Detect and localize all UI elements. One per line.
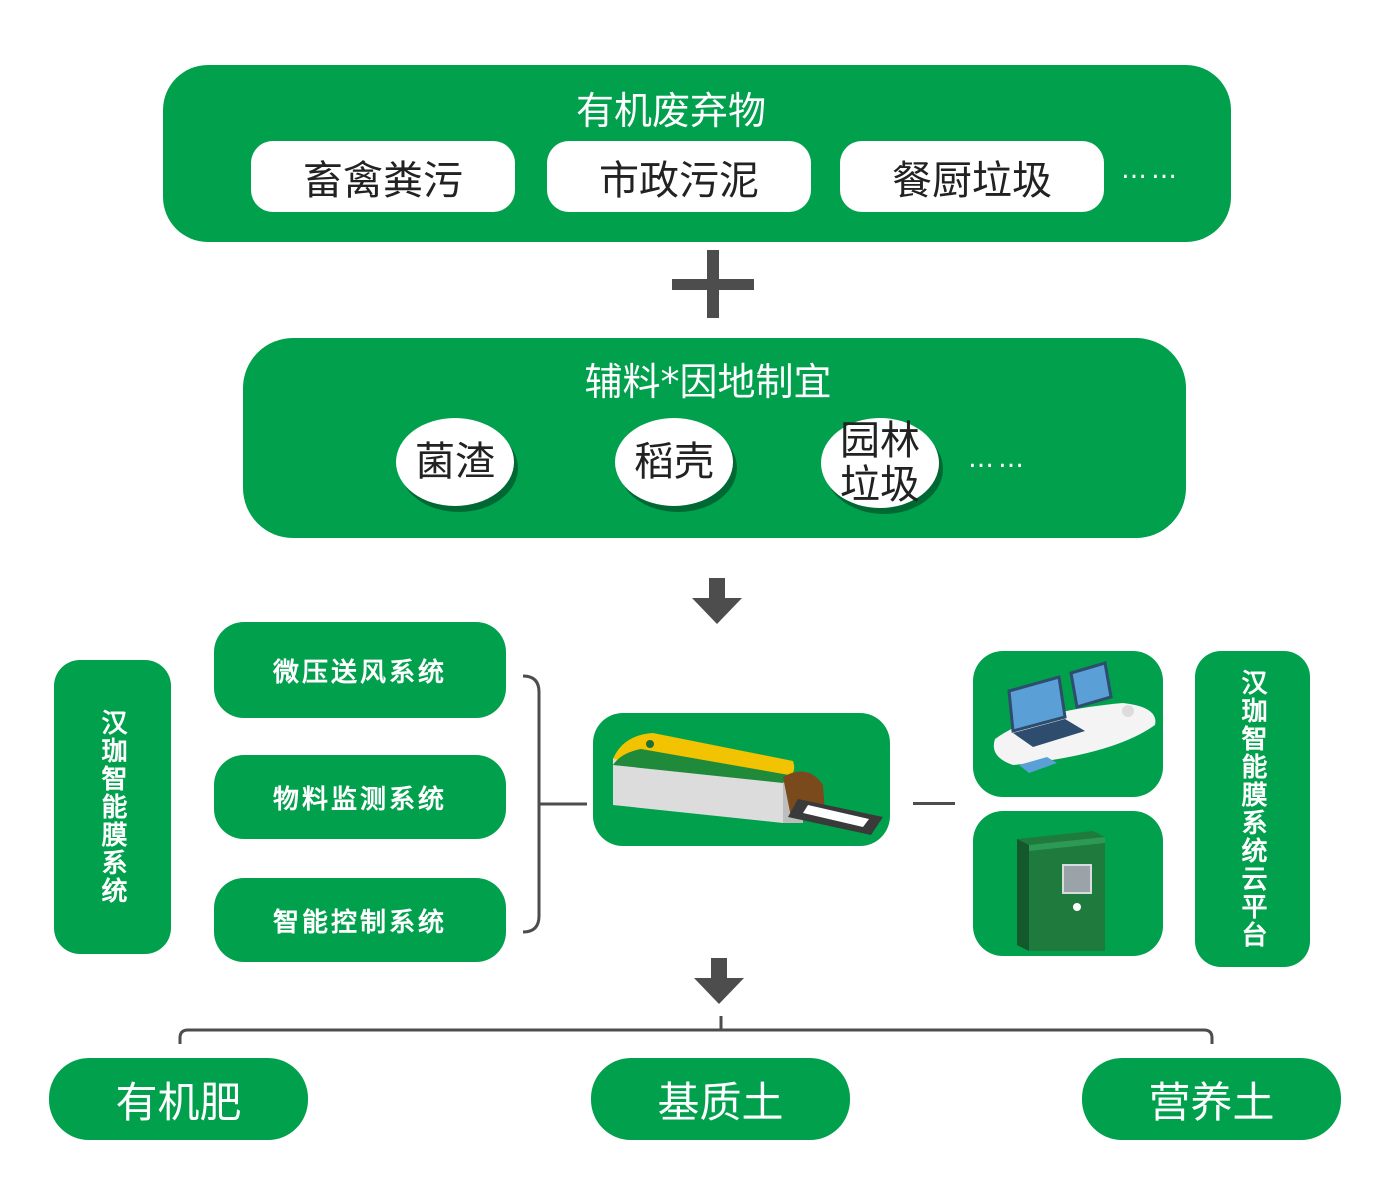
- computer-workstation-icon: [993, 661, 1156, 773]
- membrane-system-label: 汉珈智能膜系统: [97, 709, 127, 905]
- subsystem-intelligent-control: 智能控制系统: [214, 878, 506, 962]
- organic-waste-panel: 有机废弃物 畜禽粪污 市政污泥 餐厨垃圾 ……: [163, 65, 1231, 242]
- auxiliary-item-mushroom-residue: 菌渣: [396, 418, 514, 506]
- composting-tank-box: [593, 713, 890, 846]
- plus-icon: [672, 250, 754, 318]
- auxiliary-panel: 辅料*因地制宜 菌渣 稻壳 园林垃圾 ……: [243, 338, 1186, 538]
- membrane-system-label-box: 汉珈智能膜系统: [54, 660, 171, 954]
- waste-item-livestock-manure: 畜禽粪污: [251, 141, 515, 212]
- cloud-platform-label: 汉珈智能膜系统云平台: [1237, 669, 1267, 949]
- output-organic-fertilizer: 有机肥: [49, 1058, 308, 1140]
- organic-waste-title: 有机废弃物: [575, 88, 766, 133]
- auxiliary-item-rice-husk: 稻壳: [615, 418, 733, 506]
- cloud-connector-line: [913, 802, 955, 805]
- output-substrate-soil: 基质土: [591, 1058, 850, 1140]
- auxiliary-more-ellipsis: ……: [968, 444, 1028, 474]
- waste-item-municipal-sludge: 市政污泥: [547, 141, 811, 212]
- workstation-box: [973, 651, 1163, 797]
- down-arrow-icon: [692, 578, 742, 624]
- output-branch-connector: [170, 1010, 1220, 1050]
- down-arrow-icon-2: [694, 958, 744, 1004]
- subsystem-micro-pressure-air: 微压送风系统: [214, 622, 506, 718]
- waste-item-kitchen-waste: 餐厨垃圾: [840, 141, 1104, 212]
- membrane-composting-tank-icon: [613, 733, 883, 835]
- control-cabinet-icon: [1017, 831, 1105, 951]
- output-nutrient-soil: 营养土: [1082, 1058, 1341, 1140]
- auxiliary-title: 辅料*因地制宜: [584, 359, 832, 404]
- waste-more-ellipsis: ……: [1121, 155, 1181, 185]
- auxiliary-item-garden-waste: 园林垃圾: [821, 418, 939, 508]
- subsystem-material-monitoring: 物料监测系统: [214, 755, 506, 839]
- cloud-platform-label-box: 汉珈智能膜系统云平台: [1195, 651, 1310, 967]
- subsystem-bracket-connector: [515, 670, 595, 940]
- cabinet-box: [973, 811, 1163, 956]
